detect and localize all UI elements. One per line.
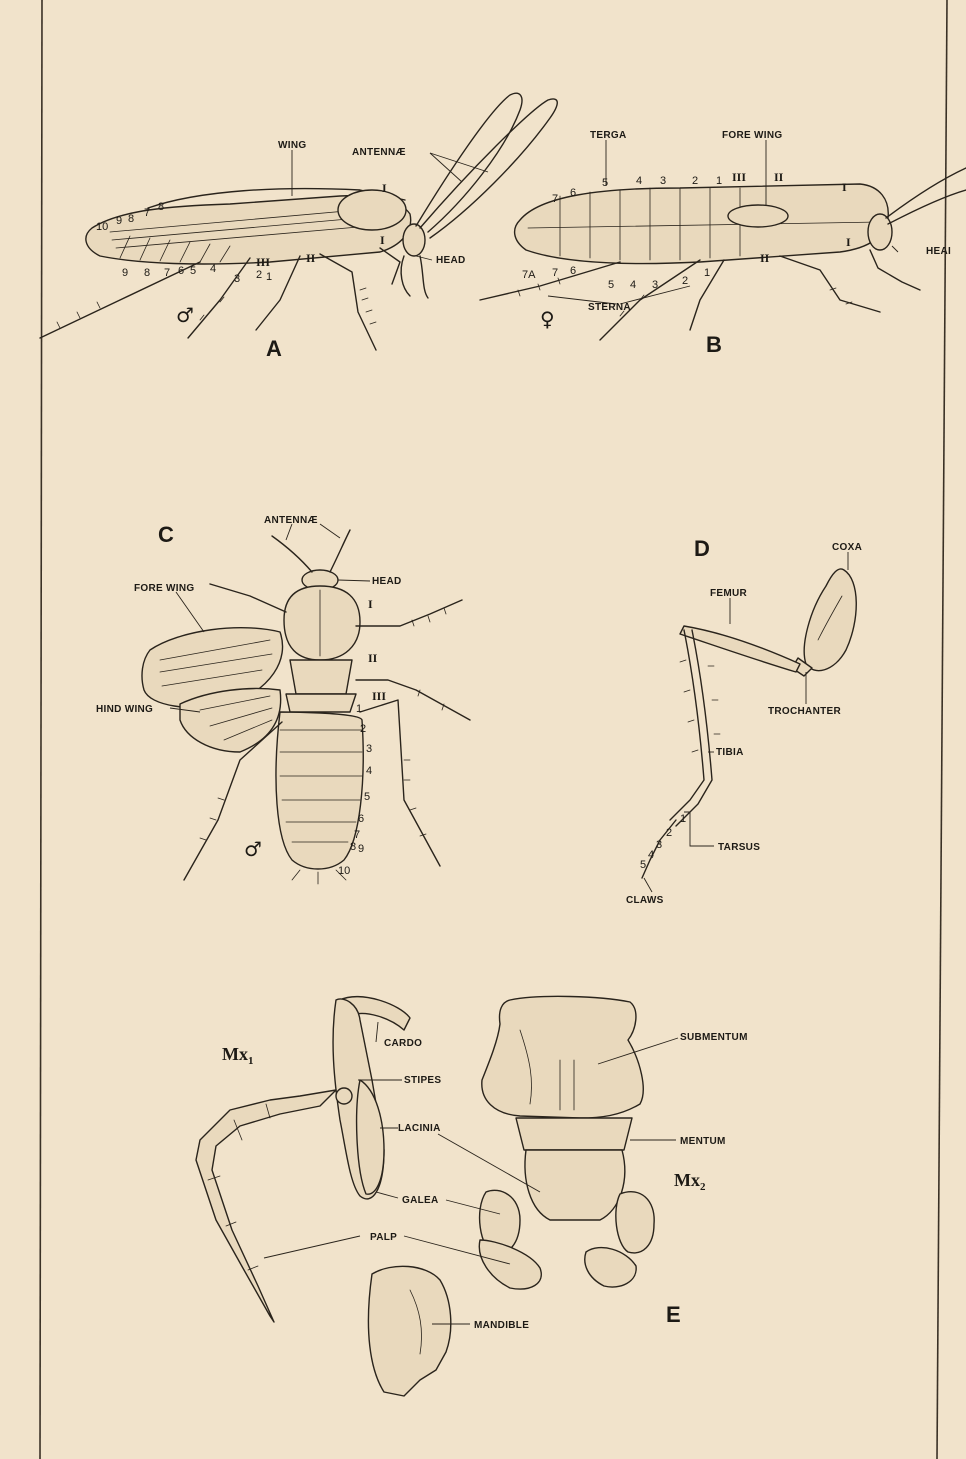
b-thorax-i-lower: I <box>846 235 851 249</box>
b-sterna-3: 3 <box>652 279 658 291</box>
c-seg-2: 2 <box>360 723 366 735</box>
d-trochanter-label: TROCHANTER <box>768 706 841 717</box>
d-tibia-label: TIBIA <box>716 747 744 758</box>
c-seg-8: 8 <box>350 841 356 853</box>
b-terga-3: 3 <box>660 175 666 187</box>
figure-e-mouthparts: CARDO STIPES LACINIA GALEA PALP MANDIBLE… <box>196 996 748 1396</box>
d-tarsus-2: 2 <box>666 827 672 839</box>
d-tarsus-4: 4 <box>648 849 654 861</box>
b-sterna-6: 6 <box>570 265 576 277</box>
c-hind-wing-label: HIND WING <box>96 704 153 715</box>
e-mandible-label: MANDIBLE <box>474 1320 529 1331</box>
a-thorax-i-lower: I <box>380 233 385 247</box>
c-seg-6: 6 <box>358 813 364 825</box>
a-thorax-ii: II <box>306 251 316 265</box>
c-seg-1: 1 <box>356 703 362 715</box>
figure-c-dorsal-view-male: ANTENNÆ HEAD FORE WING HIND WING I II II… <box>96 515 470 884</box>
d-figure-letter: D <box>694 536 710 561</box>
e-mentum-label: MENTUM <box>680 1136 726 1147</box>
d-tarsus-1: 1 <box>680 813 686 825</box>
c-thorax-iii: III <box>372 689 386 703</box>
c-seg-9: 9 <box>358 843 364 855</box>
a-sterna-6: 6 <box>178 265 184 277</box>
b-sterna-5: 5 <box>608 279 614 291</box>
d-claws-label: CLAWS <box>626 895 664 906</box>
e-mx2-label: Mx2 <box>674 1170 706 1193</box>
page-border-left <box>40 0 42 1459</box>
a-terga-8: 8 <box>128 213 134 225</box>
b-sterna-2: 2 <box>682 275 688 287</box>
b-sterna-4: 4 <box>630 279 636 291</box>
b-sterna-label: STERNA <box>588 302 631 313</box>
c-thorax-ii: II <box>368 651 378 665</box>
a-wing-label: WING <box>278 140 306 151</box>
a-sterna-8: 8 <box>144 267 150 279</box>
a-sterna-3: 3 <box>234 273 240 285</box>
b-thorax-ii-lower: II <box>760 251 770 265</box>
a-sterna-4: 4 <box>210 263 216 275</box>
e-mx1-label: Mx1 <box>222 1044 254 1067</box>
e-lacinia-label: LACINIA <box>398 1123 441 1134</box>
page-border-right <box>937 0 947 1459</box>
c-fore-wing-label: FORE WING <box>134 583 194 594</box>
b-sterna-7a: 7A <box>522 269 536 281</box>
a-terga-10: 10 <box>96 221 108 233</box>
e-stipes-label: STIPES <box>404 1075 441 1086</box>
b-sterna-1: 1 <box>704 267 710 279</box>
b-female-symbol: ♀ <box>540 307 555 331</box>
b-terga-label: TERGA <box>590 130 627 141</box>
figure-d-leg: COXA FEMUR TROCHANTER TIBIA TARSUS CLAWS… <box>626 536 862 906</box>
b-sterna-7: 7 <box>552 267 558 279</box>
b-terga-2: 2 <box>692 175 698 187</box>
a-terga-9: 9 <box>116 215 122 227</box>
d-tarsus-3: 3 <box>656 839 662 851</box>
b-fore-wing-label: FORE WING <box>722 130 782 141</box>
b-terga-4: 4 <box>636 175 642 187</box>
e-figure-letter: E <box>666 1302 681 1327</box>
e-palp-label: PALP <box>370 1232 397 1243</box>
d-tarsus-5: 5 <box>640 859 646 871</box>
b-terga-1: 1 <box>716 175 722 187</box>
a-sterna-7: 7 <box>164 267 170 279</box>
a-terga-7: 7 <box>144 207 150 219</box>
b-thorax-ii: II <box>774 170 784 184</box>
c-seg-3: 3 <box>366 743 372 755</box>
figure-b-side-view-female: TERGA FORE WING HEAI STERNA III II I I I… <box>480 130 966 357</box>
a-male-symbol: ♂ <box>176 303 194 327</box>
c-seg-10: 10 <box>338 865 350 877</box>
d-tarsus-label: TARSUS <box>718 842 760 853</box>
c-figure-letter: C <box>158 522 174 547</box>
b-thorax-iii: III <box>732 170 746 184</box>
d-femur-label: FEMUR <box>710 588 748 599</box>
a-head-label: HEAD <box>436 255 466 266</box>
b-terga-7: 7 <box>552 193 558 205</box>
b-thorax-i-upper: I <box>842 180 847 194</box>
b-figure-letter: B <box>706 332 722 357</box>
a-sterna-5: 5 <box>190 265 196 277</box>
c-seg-4: 4 <box>366 765 372 777</box>
b-head-label: HEAI <box>926 246 951 257</box>
c-head-label: HEAD <box>372 576 402 587</box>
c-seg-5: 5 <box>364 791 370 803</box>
a-sterna-9: 9 <box>122 267 128 279</box>
c-male-symbol: ♂ <box>244 837 262 861</box>
a-terga-8b: 8 <box>158 201 164 213</box>
c-seg-7: 7 <box>354 829 360 841</box>
c-antennae-label: ANTENNÆ <box>264 515 318 526</box>
e-galea-label: GALEA <box>402 1195 439 1206</box>
a-sterna-2: 2 <box>256 269 262 281</box>
figure-a-side-view-male: WING ANTENNÆ HEAD I I II III 10 9 8 7 8 … <box>40 93 557 361</box>
a-thorax-i-upper: I <box>382 181 387 195</box>
e-submentum-label: SUBMENTUM <box>680 1032 748 1043</box>
e-cardo-label: CARDO <box>384 1038 422 1049</box>
a-thorax-iii: III <box>256 255 270 269</box>
b-terga-5: 5 <box>602 177 608 189</box>
b-terga-6: 6 <box>570 187 576 199</box>
a-figure-letter: A <box>266 336 282 361</box>
a-antennae-label: ANTENNÆ <box>352 147 406 158</box>
c-thorax-i: I <box>368 597 373 611</box>
d-coxa-label: COXA <box>832 542 862 553</box>
a-sterna-1: 1 <box>266 271 272 283</box>
